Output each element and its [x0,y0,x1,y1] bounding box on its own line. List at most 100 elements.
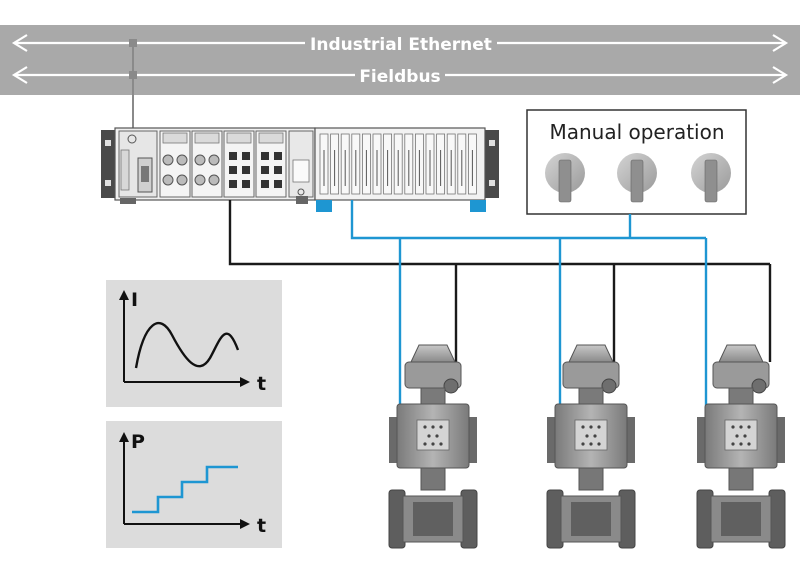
controller-foot [120,198,136,204]
io-terminal-icon [274,166,282,174]
process-valve [546,344,636,549]
controller-right-end-plate [485,130,499,198]
port-hole-icon [731,425,735,429]
port-hole-icon [739,442,743,446]
port-hole-icon [431,425,435,429]
switch-handle [704,159,718,203]
port-hole-icon [597,442,601,446]
ethernet-arrow-right-icon [772,34,789,52]
port-hole-icon [593,434,597,438]
module-label-tab [258,132,284,144]
positioner-cover [410,344,456,363]
manual-operation-panel: Manual operation [526,109,747,215]
controller-left-end-plate [101,130,115,198]
end-plate-screw-icon [489,140,495,146]
cable-gland-icon [751,378,767,394]
pneumatic-main-line [350,200,706,240]
y-axis-arrow-icon [119,290,129,300]
bus-connection-drop [129,39,137,128]
actuator-end-cap [627,417,635,463]
io-connector-icon [176,154,188,166]
io-terminal-icon [229,166,237,174]
port-hole-icon [597,425,601,429]
cpu-label-strip [120,149,130,191]
manual-switch[interactable] [617,153,657,203]
actuator-coupling [728,387,754,405]
pneumatic-drop-3 [704,238,728,434]
positioner-cover [718,344,764,363]
io-modules [159,130,287,198]
electrical-main-line [228,200,770,266]
module-label-tab [162,132,188,144]
port-hole-icon [589,442,593,446]
end-plate-screw-icon [489,180,495,186]
io-connector-icon [208,154,220,166]
port-hole-icon [435,434,439,438]
interface-window [292,159,310,183]
io-connector-icon [162,174,174,186]
port-hole-icon [439,442,443,446]
valve-terminal-foot [316,200,332,212]
io-connector-icon [208,174,220,186]
io-terminal-icon [242,152,250,160]
pressure-step-curve [132,465,238,514]
io-terminal-icon [242,180,250,188]
io-terminal-icon [274,152,282,160]
port-hole-icon [423,442,427,446]
process-valve [696,344,786,549]
port-hole-icon [731,442,735,446]
process-valves [388,344,786,549]
network-port-socket-icon [141,166,149,182]
automation-controller [101,127,499,212]
port-hole-icon [743,434,747,438]
actuator-end-cap [389,417,397,463]
fieldbus-node-icon [129,71,137,79]
valve-bracket [578,467,604,491]
fieldbus-bus: Fieldbus [11,66,789,87]
current-signal-graph: I t [106,280,282,407]
ethernet-node-icon [129,39,137,47]
port-hole-icon [423,425,427,429]
x-axis-arrow-icon [240,377,250,387]
current-graph-panel [106,280,282,407]
ethernet-arrow-left-icon [11,34,28,52]
cpu-status-led-icon [127,134,137,144]
cable-gland-icon [443,378,459,394]
io-terminal-icon [261,166,269,174]
actuator-coupling [420,387,446,405]
valve-bracket [420,467,446,491]
io-connector-icon [162,154,174,166]
pressure-signal-graph: P t [106,421,282,548]
current-y-label: I [131,289,138,311]
io-terminal-icon [229,180,237,188]
fieldbus-arrow-right-icon [772,66,789,84]
port-hole-icon [585,434,589,438]
manual-switch[interactable] [545,153,585,203]
pneumatic-drop-1 [398,238,420,434]
io-connector-icon [194,174,206,186]
valve-terminal-foot [470,200,486,212]
actuator-end-cap [777,417,785,463]
manual-panel-title: Manual operation [549,120,724,144]
manual-switch[interactable] [691,153,731,203]
port-hole-icon [747,425,751,429]
ethernet-label: Industrial Ethernet [310,35,492,55]
actuator-end-cap [547,417,555,463]
end-plate-screw-icon [105,180,111,186]
module-label-tab [226,132,252,144]
pneumatic-lines [350,200,728,434]
pneumatic-drop-2 [558,238,578,434]
process-valve [388,344,478,549]
io-terminal-icon [274,180,282,188]
interface-led-icon [297,188,305,196]
port-hole-icon [439,425,443,429]
current-sine-curve [134,322,240,369]
positioner-cover [568,344,614,363]
pressure-y-label: P [131,431,145,453]
port-hole-icon [581,442,585,446]
io-connector-icon [194,154,206,166]
io-terminal-icon [261,152,269,160]
port-hole-icon [747,442,751,446]
